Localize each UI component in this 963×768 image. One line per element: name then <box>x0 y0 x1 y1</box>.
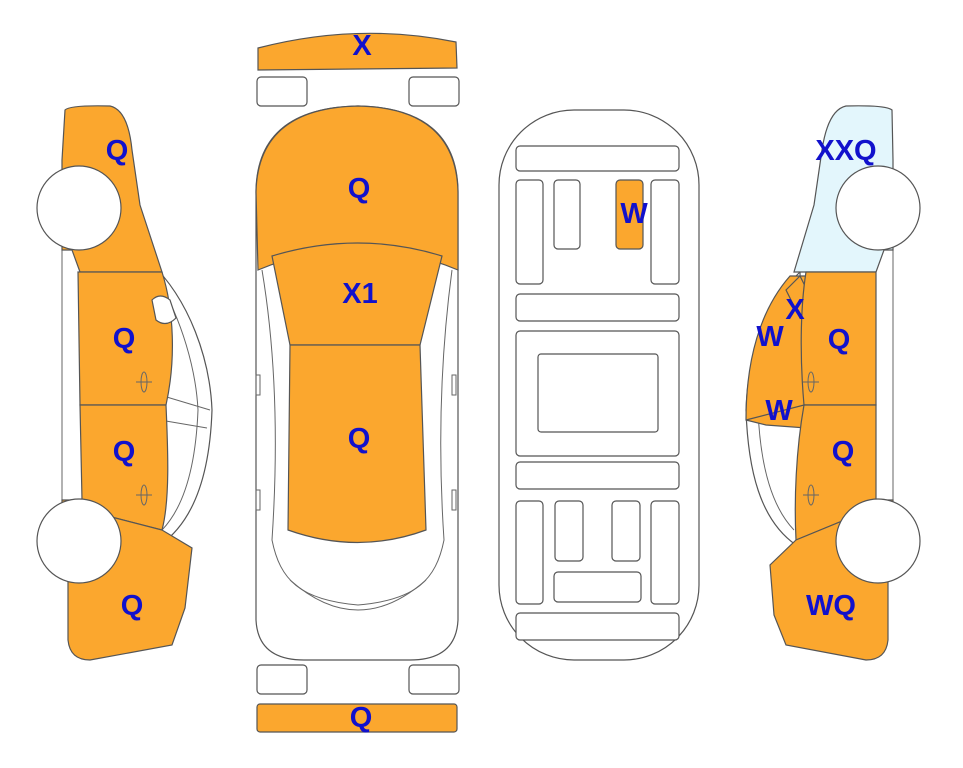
left-side-view: Q Q Q Q <box>36 105 213 661</box>
top-right-handle <box>451 489 457 511</box>
front-bumper[interactable] <box>257 32 458 71</box>
underbody-frame <box>515 145 680 641</box>
right-door-handles <box>803 371 819 506</box>
right-front-door-code: Q <box>828 324 851 356</box>
top-side-line <box>261 269 453 606</box>
top-right-mirror <box>451 374 457 396</box>
front-right-light <box>408 76 460 107</box>
front-left-light <box>256 76 308 107</box>
left-front-fender-code: Q <box>106 135 129 167</box>
right-rear-quarter-code: WQ <box>806 590 856 622</box>
left-front-door-code: Q <box>113 323 136 355</box>
underbody-view: W <box>498 109 700 661</box>
floor-slot-code: W <box>620 198 648 230</box>
right-front-window-code: W <box>756 321 784 353</box>
right-side-view: XXQ X W W Q Q WQ <box>745 105 921 661</box>
left-pillar-line <box>159 394 211 429</box>
left-mirror <box>151 295 177 325</box>
left-rear-wheel <box>36 498 122 584</box>
right-rear-window-code: W <box>765 395 793 427</box>
left-front-wheel <box>36 165 122 251</box>
top-view: X Q X1 Q Q <box>255 30 460 734</box>
left-door-handles <box>136 371 152 506</box>
right-pillar-code: X <box>785 294 805 326</box>
left-rear-door-code: Q <box>113 436 136 468</box>
left-rear-quarter-code: Q <box>121 590 144 622</box>
windshield[interactable] <box>271 242 443 346</box>
windshield-code: X1 <box>342 278 377 310</box>
right-front-fender-code: XXQ <box>815 135 876 167</box>
right-rear-wheel <box>835 498 921 584</box>
floor-slot[interactable] <box>615 179 644 250</box>
roof-code: Q <box>348 423 371 455</box>
roof[interactable] <box>287 344 427 544</box>
rear-bumper-code: Q <box>350 702 373 734</box>
rear-left-light <box>256 664 308 695</box>
right-rear-door-code: Q <box>832 436 855 468</box>
rear-bumper[interactable] <box>256 703 458 733</box>
top-rear-window <box>289 579 427 611</box>
right-front-wheel <box>835 165 921 251</box>
left-window-line <box>157 279 199 531</box>
rear-right-light <box>408 664 460 695</box>
top-left-mirror <box>255 374 261 396</box>
top-left-handle <box>255 489 261 511</box>
hood-code: Q <box>348 173 371 205</box>
front-bumper-code: X <box>352 30 372 62</box>
